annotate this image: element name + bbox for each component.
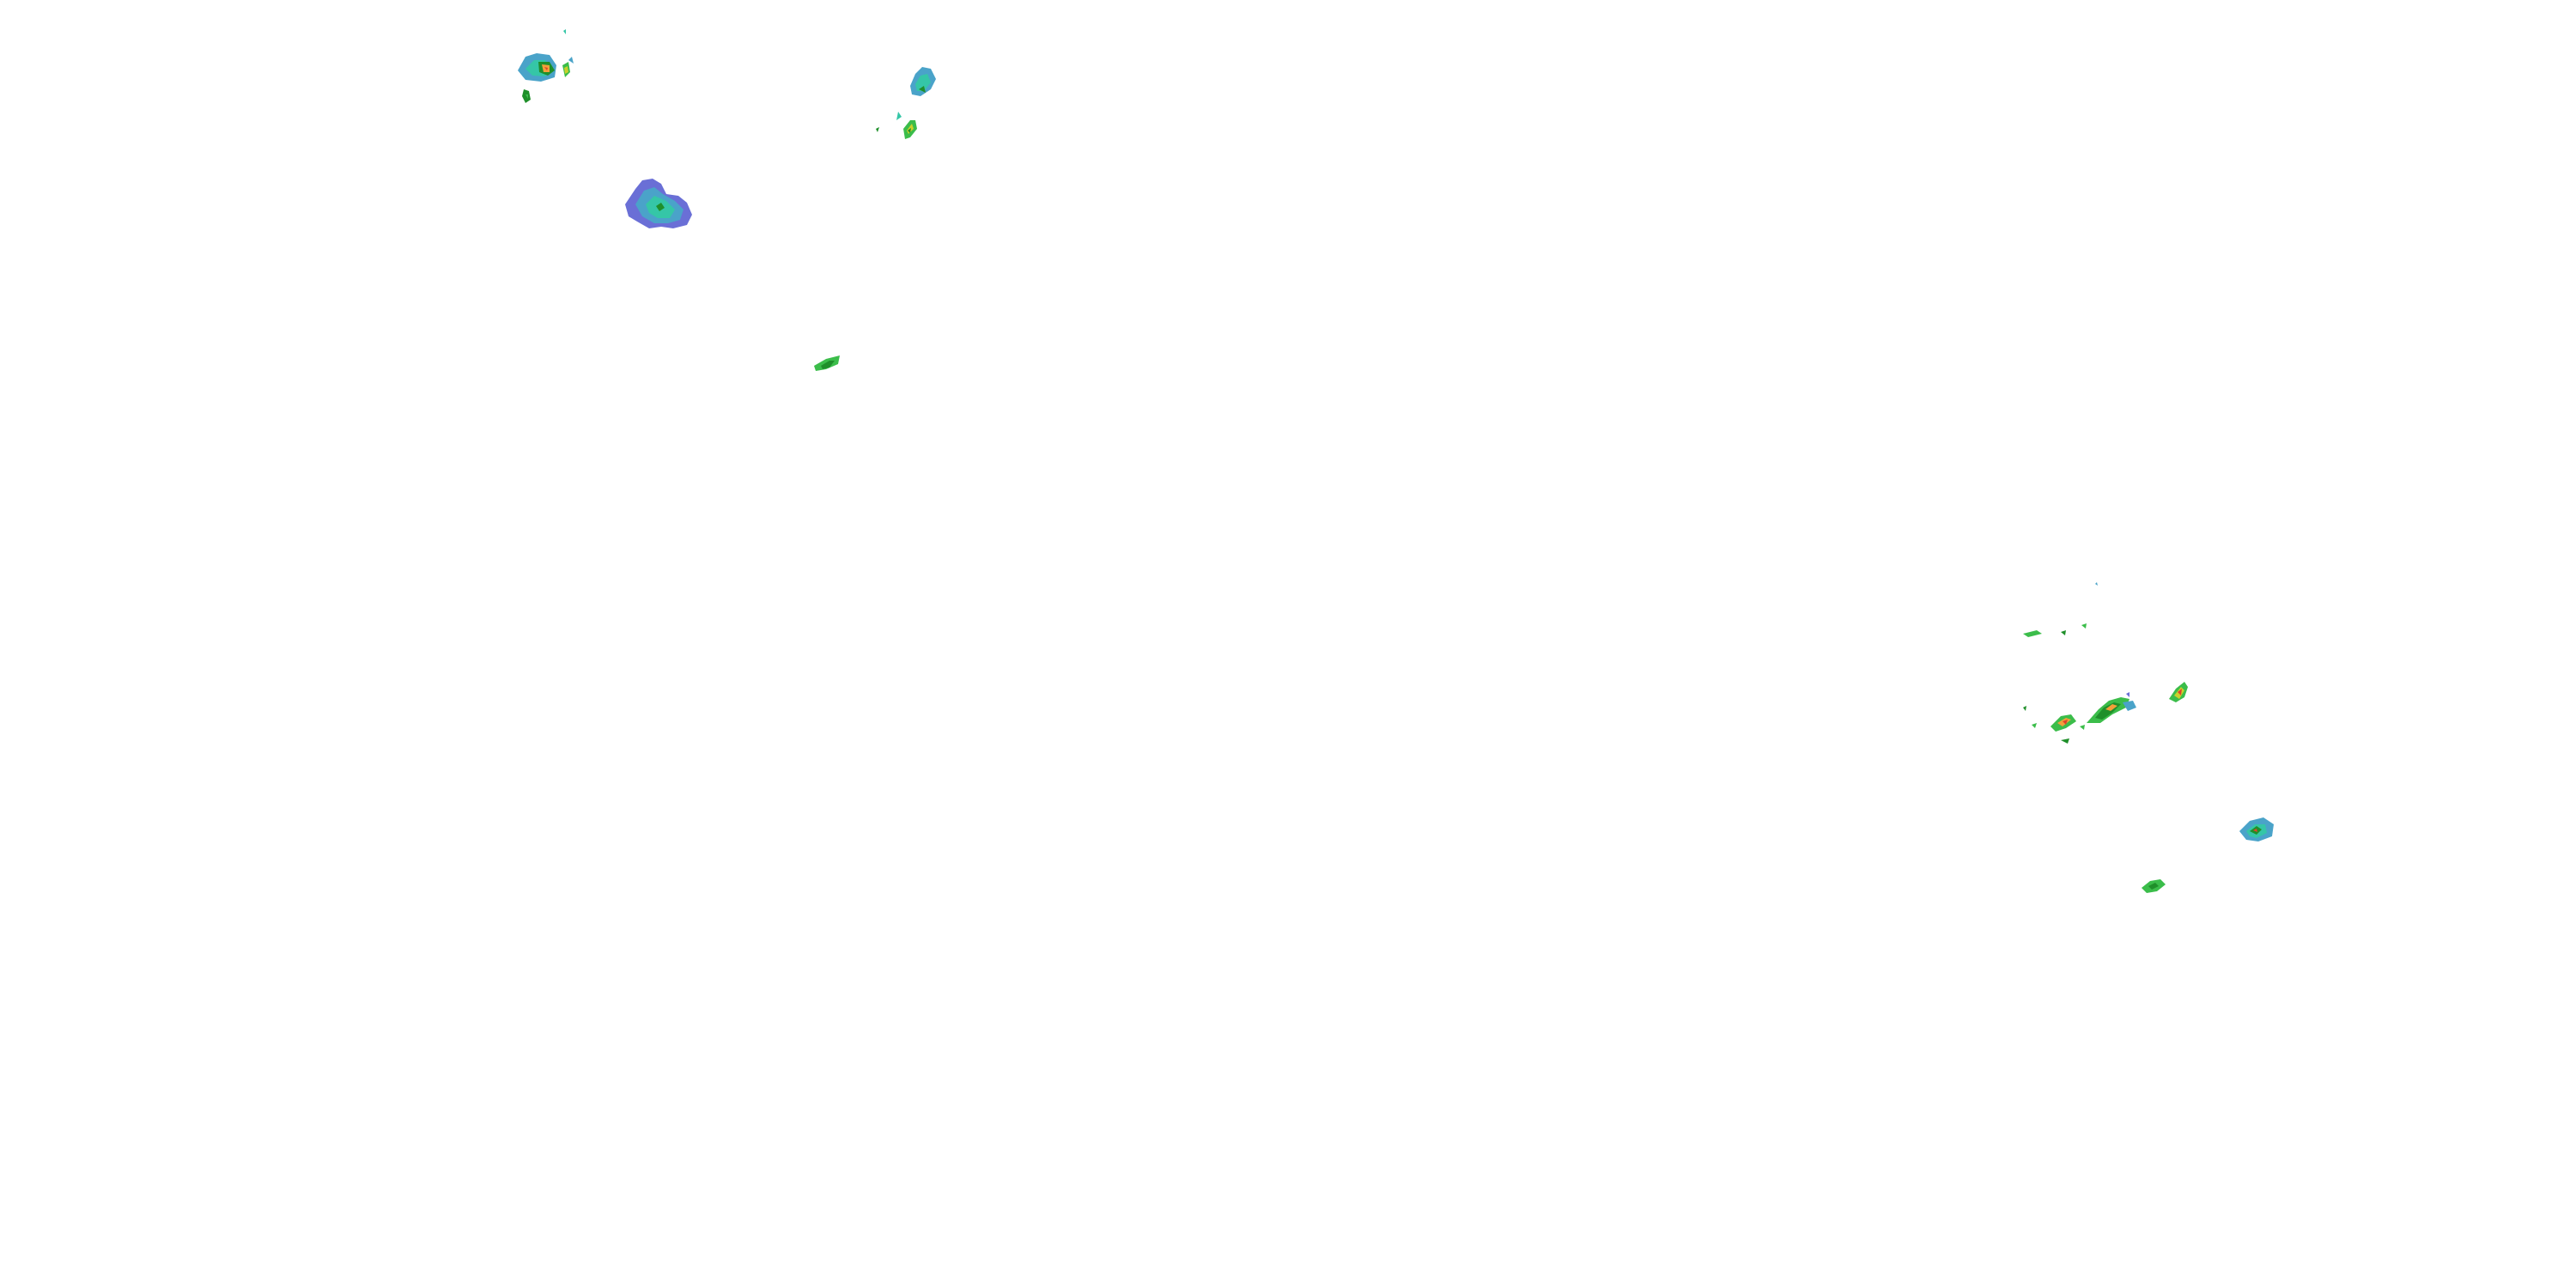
cell-north-1 [910,67,936,96]
cell-east-2 [2087,692,2136,723]
cell-nw-3 [522,89,531,103]
cell-east-scatter [2023,582,2098,744]
cell-central-large [625,179,692,228]
cell-east-4 [2239,817,2274,841]
cell-nw-2 [562,29,574,77]
cell-nw-1 [518,53,556,82]
cell-north-2 [876,112,917,139]
cell-east-5 [2142,879,2166,893]
cell-east-1 [2050,714,2076,732]
cell-central-small [814,355,840,371]
cell-east-3 [2169,682,2188,702]
